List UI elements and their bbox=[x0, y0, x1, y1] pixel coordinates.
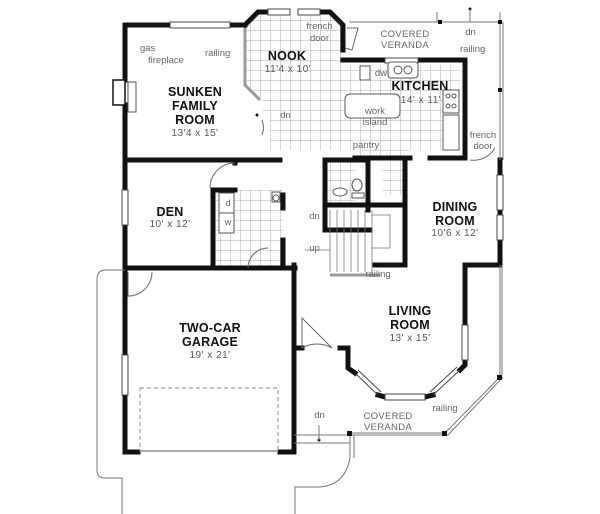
note-railing-stairs: railing bbox=[365, 269, 391, 280]
staircase bbox=[305, 210, 391, 272]
railings bbox=[243, 28, 380, 277]
exterior-walls bbox=[122, 9, 503, 455]
note-railing-bottom: railing bbox=[432, 403, 458, 414]
room-name-nook: NOOK bbox=[267, 49, 307, 63]
garage-door-swing bbox=[139, 387, 279, 452]
gas-fireplace bbox=[112, 79, 137, 113]
note-up-stairs: up bbox=[309, 243, 320, 254]
note-covered-veranda-top-2: VERANDA bbox=[380, 40, 430, 51]
note-dn-family: dn bbox=[280, 110, 291, 121]
note-french-door-top-1: french bbox=[306, 21, 333, 32]
veranda-posts bbox=[255, 7, 502, 442]
dn-markers bbox=[318, 9, 471, 440]
note-dn-stairs: dn bbox=[309, 211, 320, 222]
note-laundry-d: d bbox=[225, 198, 231, 209]
note-laundry-w: w bbox=[224, 217, 232, 228]
note-dw: dw bbox=[374, 68, 388, 79]
note-work-island-1: work bbox=[364, 106, 386, 117]
note-french-door-right-2: door bbox=[473, 141, 493, 152]
note-french-door-right-1: french bbox=[469, 130, 497, 141]
note-railing-nook: railing bbox=[205, 48, 231, 59]
room-dim-dining: 10'6 x 12' bbox=[431, 228, 479, 239]
kitchen-fixtures bbox=[344, 61, 460, 151]
room-name-garage-2: GARAGE bbox=[181, 335, 239, 349]
room-dim-den: 10' x 12' bbox=[149, 219, 191, 230]
note-covered-veranda-top-1: COVERED bbox=[380, 29, 430, 40]
note-covered-veranda-bottom-1: COVERED bbox=[363, 411, 413, 422]
note-fireplace: fireplace bbox=[148, 55, 184, 66]
bath-fixtures bbox=[271, 178, 365, 203]
room-name-living-2: ROOM bbox=[390, 318, 430, 332]
room-name-family-2: FAMILY bbox=[172, 99, 218, 113]
note-railing-top-right: railing bbox=[460, 44, 486, 55]
note-pantry: pantry bbox=[352, 140, 380, 151]
windows bbox=[121, 8, 504, 401]
room-name-dining-2: ROOM bbox=[435, 214, 475, 228]
room-dim-garage: 19' x 21' bbox=[189, 350, 231, 361]
room-dim-nook: 11'4 x 10' bbox=[264, 64, 312, 75]
note-covered-veranda-bottom-2: VERANDA bbox=[363, 422, 413, 433]
room-name-den: DEN bbox=[156, 205, 184, 219]
note-gas: gas bbox=[140, 43, 156, 54]
laundry-appliances bbox=[218, 192, 235, 234]
note-work-island-2: island bbox=[362, 117, 388, 128]
veranda-outline bbox=[96, 12, 504, 514]
room-name-dining-1: DINING bbox=[432, 200, 478, 214]
room-name-kitchen: KITCHEN bbox=[391, 79, 449, 93]
room-dim-kitchen: 14' x 11' bbox=[400, 95, 442, 106]
bay-windows bbox=[247, 14, 461, 396]
room-name-family-3: ROOM bbox=[175, 113, 215, 127]
door-swings bbox=[127, 27, 496, 349]
note-french-door-top-2: door bbox=[309, 33, 329, 44]
room-name-living-1: LIVING bbox=[388, 304, 432, 318]
room-dim-living: 13' x 15' bbox=[389, 333, 431, 344]
note-dn-top: dn bbox=[465, 27, 476, 38]
room-dim-family: 13'4 x 15' bbox=[171, 128, 219, 139]
room-name-garage-1: TWO-CAR bbox=[179, 321, 241, 335]
room-name-family-1: SUNKEN bbox=[168, 85, 222, 99]
note-dn-bottom: dn bbox=[314, 410, 325, 421]
